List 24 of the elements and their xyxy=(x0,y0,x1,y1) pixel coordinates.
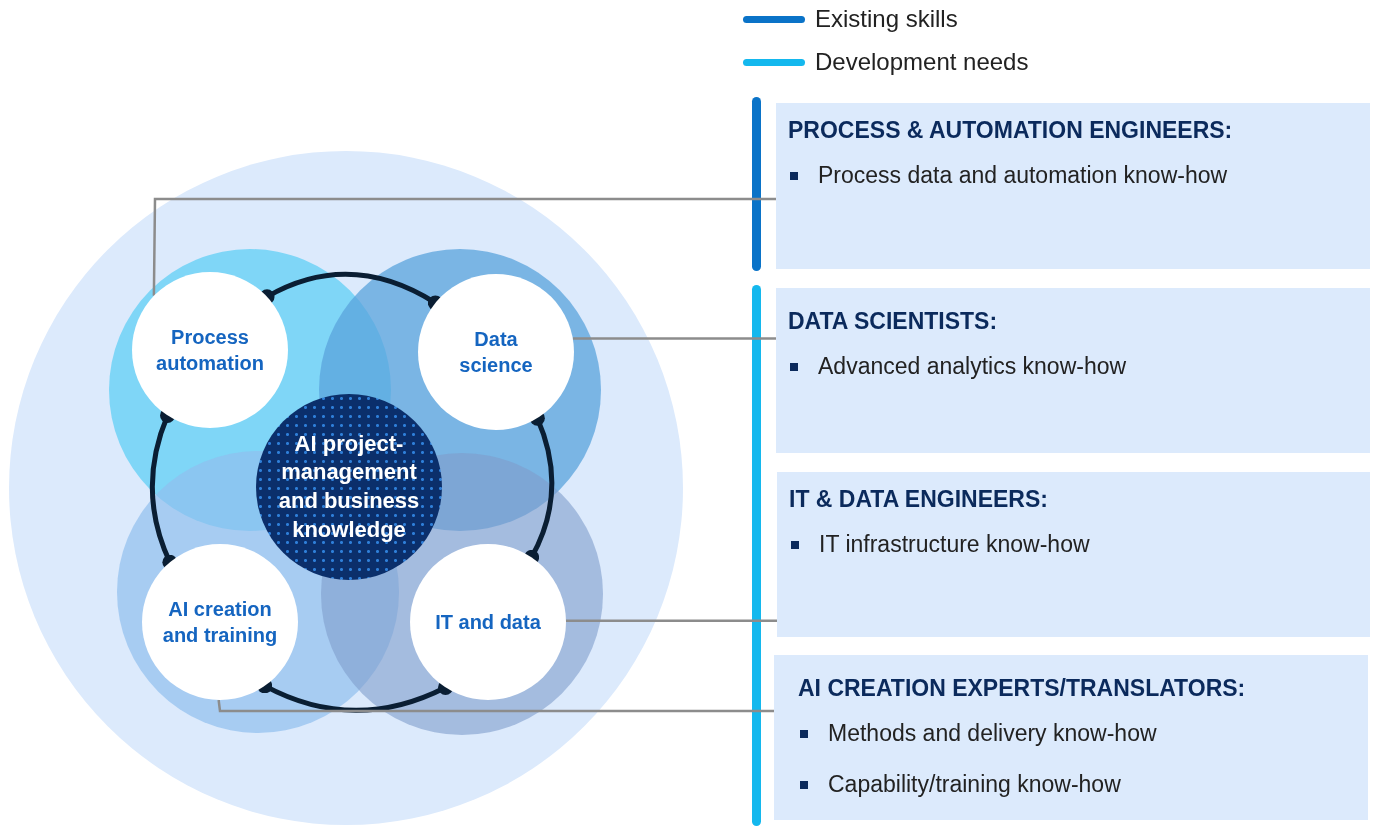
leader-line xyxy=(566,619,777,622)
leader-line xyxy=(572,337,776,340)
leader-line xyxy=(217,699,774,713)
panel-heading: PROCESS & AUTOMATION ENGINEERS: xyxy=(788,117,1234,144)
bullet-text: Advanced analytics know-how xyxy=(818,353,1127,380)
info-panel xyxy=(777,472,1370,637)
panel-heading: DATA SCIENTISTS: xyxy=(788,308,999,335)
info-panel xyxy=(774,655,1368,820)
leader-line xyxy=(152,197,776,296)
panel-heading: IT & DATA ENGINEERS: xyxy=(789,486,1049,513)
circle-label: Process automation xyxy=(155,325,265,376)
bullet-text: Methods and delivery know-how xyxy=(828,720,1157,747)
bullet-text: Capability/training know-how xyxy=(828,771,1121,798)
panel-heading: AI CREATION EXPERTS/TRANSLATORS: xyxy=(798,675,1247,702)
circle-label: IT and data xyxy=(435,610,541,635)
circle-label: AI project-management and business knowledge xyxy=(277,429,421,544)
legend-text: Development needs xyxy=(815,48,1029,76)
info-panel xyxy=(776,103,1370,269)
bullet-text: Process data and automation know-how xyxy=(818,162,1228,189)
legend-text: Existing skills xyxy=(815,5,958,33)
circle-label: Data science xyxy=(458,327,534,378)
info-panel xyxy=(776,288,1370,453)
bullet-text: IT infrastructure know-how xyxy=(819,531,1090,558)
circle-label: AI creation and training xyxy=(161,597,279,648)
